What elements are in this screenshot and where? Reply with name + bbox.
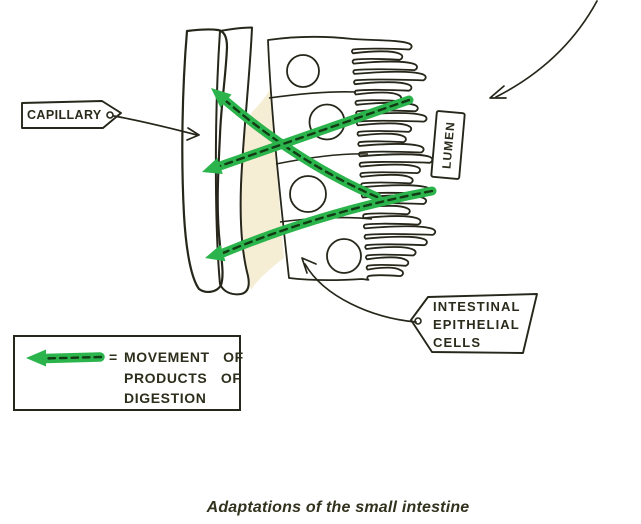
arrowhead xyxy=(489,85,507,99)
arrowhead xyxy=(186,127,200,141)
lumen-pointer-arrow xyxy=(489,0,598,99)
arrow-dash-line xyxy=(42,355,103,360)
microvilli-brush-border xyxy=(267,35,437,281)
arrow-dash-line xyxy=(218,98,411,168)
legend-frame xyxy=(13,335,241,411)
legend-line: DIGESTION xyxy=(124,390,206,406)
tag-shape xyxy=(430,110,466,180)
cell-boundary-2 xyxy=(275,153,369,165)
legend-green-arrow xyxy=(26,349,105,367)
digestion-arrow-upper xyxy=(211,88,382,202)
legend-equals: = xyxy=(109,349,118,365)
capillary-band xyxy=(181,28,229,294)
capillary-label: CAPILLARY xyxy=(27,108,102,122)
cell-nucleus xyxy=(326,238,362,274)
tag-shape xyxy=(410,293,538,354)
diagram-caption: Adaptations of the small intestine xyxy=(206,499,470,516)
arrowhead xyxy=(211,88,232,108)
tag-hole xyxy=(106,111,114,119)
legend-box: = MOVEMENT OF PRODUCTS OF DIGESTION xyxy=(13,335,244,411)
epithelial-cell-block xyxy=(267,35,437,281)
cells-label-line: INTESTINAL xyxy=(433,299,521,314)
arrowhead xyxy=(205,244,226,262)
tag-shape xyxy=(21,100,122,129)
arrow-dash-line xyxy=(224,99,379,199)
arrowhead xyxy=(202,158,223,174)
tag-hole xyxy=(414,317,422,325)
digestion-arrow-lower xyxy=(205,186,437,262)
pointer-arrows xyxy=(113,0,598,323)
cell-nucleus xyxy=(286,54,320,88)
legend-line: PRODUCTS OF xyxy=(124,370,242,386)
cell-nucleus xyxy=(289,175,327,213)
arrow-dash-line xyxy=(221,189,434,255)
cells-pointer-arrow xyxy=(301,257,417,323)
digestion-arrow-middle xyxy=(202,95,414,174)
lumen-label-tag: LUMEN xyxy=(430,110,466,180)
cells-label-line: EPITHELIAL xyxy=(433,317,520,332)
digestion-movement-arrows xyxy=(202,88,437,262)
arrowhead xyxy=(301,257,317,274)
legend-line: MOVEMENT OF xyxy=(124,349,244,365)
capillary-label-tag: CAPILLARY xyxy=(21,100,122,129)
lumen-label: LUMEN xyxy=(439,121,457,170)
cells-label-tag: INTESTINAL EPITHELIAL CELLS xyxy=(410,293,538,354)
cells-label-line: CELLS xyxy=(433,335,481,350)
cell-boundary-1 xyxy=(268,91,357,99)
arrowhead xyxy=(26,349,46,367)
capillary-wall-band xyxy=(214,26,253,296)
capillary-pointer-arrow xyxy=(113,115,200,141)
